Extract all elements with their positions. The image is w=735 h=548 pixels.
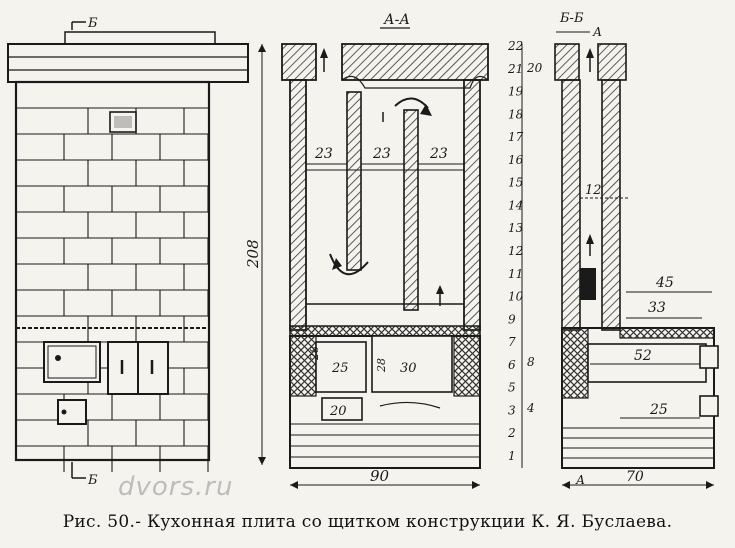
section-bb-arrow-mark: А	[592, 25, 602, 39]
dim-firebox-width: 25	[331, 361, 349, 376]
section-aa: А-А	[244, 12, 489, 489]
row-number: 11	[508, 267, 523, 281]
row-number: 6	[508, 358, 516, 372]
watermark: dvors.ru	[118, 472, 234, 502]
row-number: 3	[508, 403, 516, 417]
section-aa-title: А-А	[383, 12, 410, 28]
row-number: 22	[507, 39, 523, 53]
firebox-door	[43, 341, 101, 383]
dim-oven-depth: 52	[634, 348, 652, 364]
row-number: 12	[508, 244, 523, 258]
row-number: 10	[508, 290, 524, 304]
dim-channel-1: 23	[314, 146, 333, 162]
dim-oven-height: 28	[375, 358, 388, 373]
figure-caption: Рис. 50.- Кухонная плита со щитком конст…	[62, 512, 673, 532]
row-number: 16	[508, 153, 524, 167]
dim-flue: 12	[585, 183, 602, 198]
dim-channel-3: 23	[429, 146, 448, 162]
row-number: 21	[507, 62, 523, 76]
section-bb-bottom-mark: А	[575, 473, 585, 487]
dim-height: 208	[244, 239, 262, 269]
row-number: 17	[508, 130, 524, 144]
row-number: 18	[508, 107, 524, 121]
row-number: 1	[508, 449, 516, 463]
dim-shelf-top: 45	[655, 275, 674, 291]
dim-ash-pit: 20	[329, 404, 347, 419]
row-number-right: 20	[526, 61, 543, 75]
dim-shelf-inner: 33	[648, 300, 666, 316]
dim-width: 90	[370, 467, 390, 485]
row-number: 2	[507, 426, 516, 440]
row-number: 15	[508, 176, 523, 190]
section-bb: Б-Б А 12 45 33 52 25 70	[507, 11, 719, 489]
row-number: 7	[508, 335, 516, 349]
front-view: Б Б	[7, 16, 249, 488]
row-number: 5	[508, 381, 516, 395]
row-number: 9	[508, 312, 516, 326]
row-number-right: 4	[526, 401, 535, 415]
dim-ash-depth: 25	[649, 402, 668, 418]
row-number: 13	[508, 221, 524, 235]
vent-door	[109, 111, 137, 133]
dim-oven-width: 30	[400, 361, 417, 376]
section-mark-top: Б	[87, 16, 98, 31]
section-bb-title: Б-Б	[559, 11, 584, 26]
dim-bb-width: 70	[626, 469, 644, 485]
dim-firebox-height: 28	[308, 346, 321, 361]
row-number-right: 8	[527, 355, 535, 369]
dim-channel-2: 23	[372, 146, 391, 162]
row-number: 14	[508, 198, 523, 212]
section-mark-bottom: Б	[87, 473, 98, 488]
row-number: 19	[508, 85, 524, 99]
